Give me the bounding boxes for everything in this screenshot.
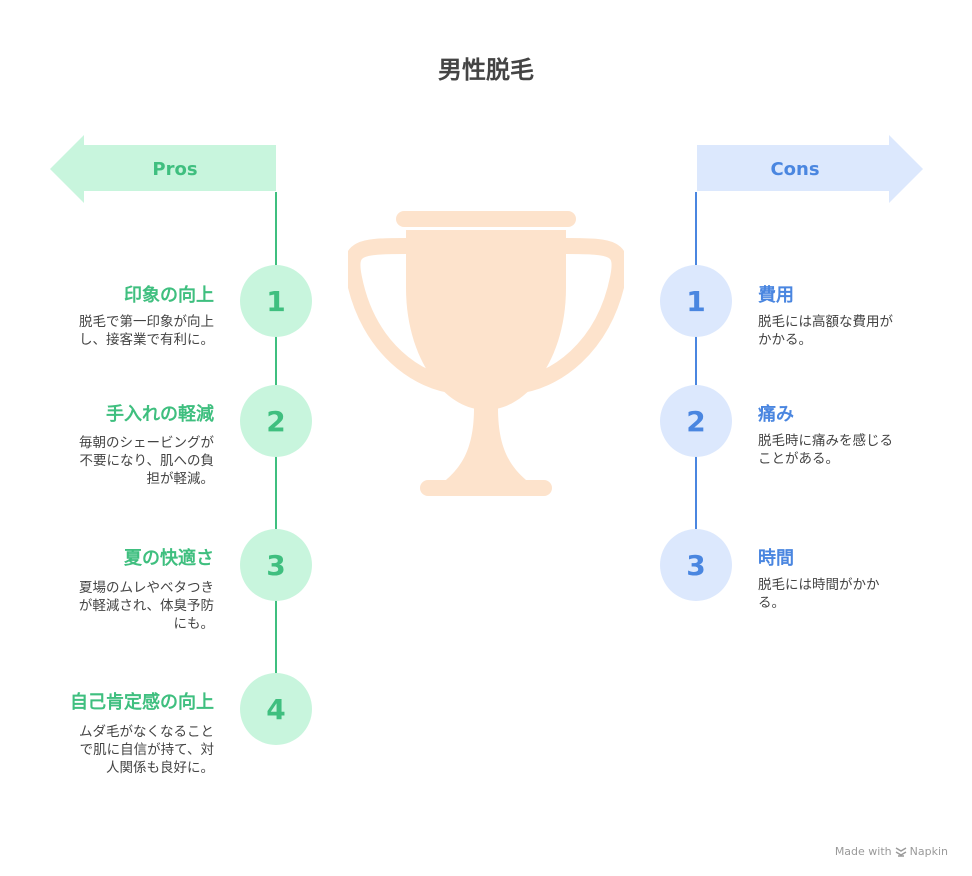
- pros-number-circle: 3: [240, 529, 312, 601]
- pros-item-title: 手入れの軽減: [106, 404, 214, 425]
- pros-item-desc: 脱毛で第一印象が向上 し、接客業で有利に。: [79, 314, 214, 348]
- pros-item-title: 印象の向上: [124, 285, 214, 306]
- cons-item-title: 痛み: [758, 404, 794, 425]
- pros-item-title: 夏の快適さ: [124, 548, 214, 569]
- cons-number-circle: 2: [660, 385, 732, 457]
- right-arrow-icon: [697, 135, 923, 203]
- pros-banner: Pros: [50, 135, 276, 203]
- cons-timeline: [695, 192, 697, 567]
- napkin-logo-icon: [895, 846, 907, 857]
- made-with-text: Made with: [834, 845, 892, 858]
- cons-banner: Cons: [697, 135, 923, 203]
- made-with-napkin[interactable]: Made with Napkin: [835, 845, 948, 858]
- pros-item-desc: ムダ毛がなくなること で肌に自信が持て、対 人関係も良好に。: [79, 724, 214, 776]
- pros-item-title: 自己肯定感の向上: [70, 692, 214, 713]
- pros-number-circle: 1: [240, 265, 312, 337]
- cons-item-desc: 脱毛には高額な費用が かかる。: [758, 314, 893, 348]
- cons-item-desc: 脱毛時に痛みを感じる ことがある。: [758, 433, 893, 467]
- pros-number-circle: 4: [240, 673, 312, 745]
- cons-number-circle: 3: [660, 529, 732, 601]
- cons-item-title: 時間: [758, 548, 794, 569]
- pros-item-desc: 毎朝のシェービングが 不要になり、肌への負 担が軽減。: [79, 435, 214, 487]
- trophy-icon: [348, 211, 624, 496]
- pros-item-desc: 夏場のムレやベタつき が軽減され、体臭予防 にも。: [78, 580, 214, 632]
- pros-number-circle: 2: [240, 385, 312, 457]
- napkin-brand-text: Napkin: [909, 845, 948, 858]
- cons-item-desc: 脱毛には時間がかか る。: [758, 577, 880, 611]
- left-arrow-icon: [50, 135, 276, 203]
- cons-item-title: 費用: [758, 285, 794, 306]
- page-title: 男性脱毛: [438, 56, 534, 84]
- pros-label: Pros: [152, 159, 198, 180]
- cons-label: Cons: [770, 159, 820, 180]
- cons-number-circle: 1: [660, 265, 732, 337]
